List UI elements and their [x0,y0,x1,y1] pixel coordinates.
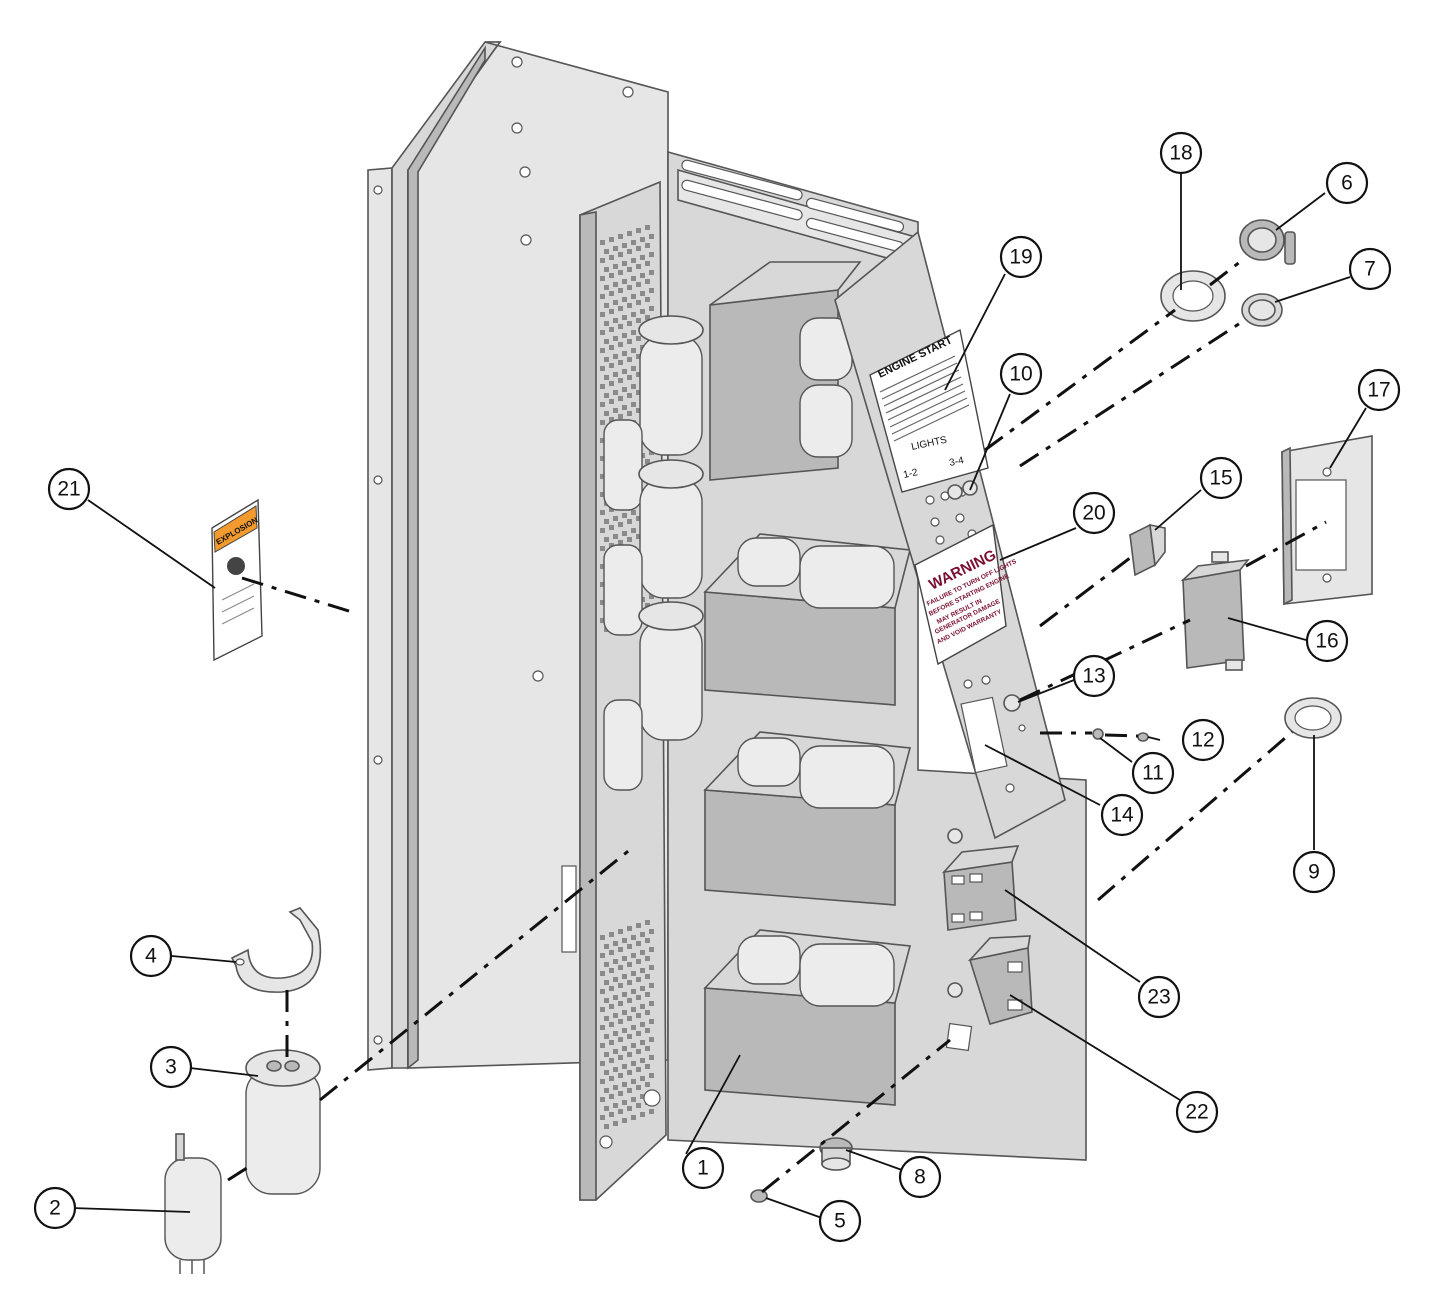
svg-text:21: 21 [57,478,80,501]
callout-14: 14 [1100,793,1144,837]
svg-text:11: 11 [1142,762,1164,785]
callout-21: 21 [47,467,91,511]
svg-text:5: 5 [834,1210,846,1233]
svg-text:13: 13 [1082,665,1105,688]
callout-18: 18 [1159,131,1203,175]
lights-right-label: 3-4 [948,455,965,469]
svg-text:7: 7 [1364,258,1376,281]
middle-transformer-1 [703,533,912,706]
upper-transformer [709,261,862,481]
part-4-clamp [230,907,322,993]
part-18-grommet [1160,270,1226,322]
svg-text:22: 22 [1185,1101,1208,1124]
svg-text:14: 14 [1110,804,1134,827]
engine-start-instructions [879,355,970,442]
callout-20: 20 [1072,491,1116,535]
svg-text:20: 20 [1082,502,1105,525]
part-9-gasket [1284,697,1342,739]
mounted-capacitors [603,315,704,791]
svg-text:9: 9 [1308,861,1320,884]
lights-left-label: 1-2 [902,467,919,481]
svg-text:6: 6 [1341,172,1353,195]
svg-text:1: 1 [697,1157,709,1180]
callout-16: 16 [1305,619,1349,663]
svg-text:3: 3 [165,1056,177,1079]
part-8-bushing [819,1137,853,1171]
callout-8: 8 [898,1155,942,1199]
part-6-pilot-light [1239,219,1296,265]
part-16-receptacle [1180,551,1250,671]
part-21-decal: EXPLOSION [211,498,263,662]
part-15-switch [1129,523,1166,577]
control-panel-plate: ENGINE START LIGHTS 1-2 3-4 WARNING FAIL… [834,230,1066,840]
light-switch-1 [947,484,963,500]
svg-text:4: 4 [145,945,157,968]
part-3-capacitor [245,1049,321,1195]
svg-text:2: 2 [49,1197,61,1220]
perforation-pattern-bottom [600,920,654,1129]
svg-text:23: 23 [1147,986,1170,1009]
callout-9: 9 [1292,850,1336,894]
svg-text:16: 16 [1315,630,1338,653]
svg-text:15: 15 [1209,467,1232,490]
callout-17: 17 [1357,368,1401,412]
callout-19: 19 [999,235,1043,279]
svg-text:12: 12 [1191,729,1214,752]
callout-5: 5 [818,1199,862,1243]
callout-12: 12 [1181,718,1225,762]
callout-7: 7 [1348,247,1392,291]
svg-text:17: 17 [1367,379,1390,402]
callout-2: 2 [33,1186,77,1230]
svg-text:8: 8 [914,1166,926,1189]
svg-text:18: 18 [1169,142,1192,165]
callout-bubbles: 1 2 3 4 5 6 7 8 9 10 11 12 13 14 15 16 1… [33,131,1401,1243]
part-7-lens [1241,293,1283,327]
callout-6: 6 [1325,161,1369,205]
leader-lines [71,174,1367,1219]
callout-11: 11 [1131,751,1175,795]
callout-23: 23 [1137,975,1181,1019]
callout-15: 15 [1199,456,1243,500]
svg-text:10: 10 [1009,363,1032,386]
circuit-breaker-22 [967,935,1033,1025]
svg-text:19: 19 [1009,246,1032,269]
callout-3: 3 [149,1045,193,1089]
part-11-nut [1092,728,1104,740]
callout-4: 4 [129,934,173,978]
callout-13: 13 [1072,654,1116,698]
part-2-capacitor-boot [164,1133,222,1274]
lower-transformer [703,929,912,1106]
relay-23 [941,845,1020,931]
callout-10: 10 [999,352,1043,396]
callout-1: 1 [681,1146,725,1190]
callout-22: 22 [1175,1090,1219,1134]
part-17-cover-plate [1281,435,1373,606]
panel-indicator [1003,694,1021,712]
middle-transformer-2 [703,731,912,906]
part-12-screw [1137,732,1149,742]
